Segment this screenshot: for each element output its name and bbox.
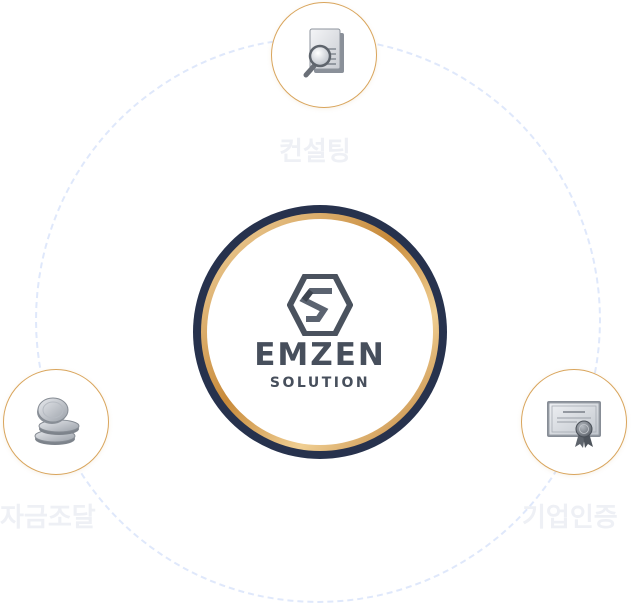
center-medallion: EMZEN SOLUTION (193, 205, 447, 459)
certificate-icon (547, 401, 601, 448)
funding-node[interactable] (3, 369, 109, 475)
emzen-s-hexagon-logo (287, 274, 353, 336)
document-magnifier-icon (303, 28, 344, 78)
brand-name: EMZEN (254, 337, 386, 373)
coins-icon (34, 397, 80, 445)
certification-label: 기업인증 (522, 503, 618, 533)
certification-node[interactable] (521, 369, 627, 475)
gold-ring: EMZEN SOLUTION (201, 213, 439, 451)
brand-logo: EMZEN SOLUTION (207, 219, 433, 445)
brand-subtitle: SOLUTION (269, 375, 371, 391)
funding-label: 자금조달 (0, 503, 96, 533)
consulting-label: 컨설팅 (279, 137, 351, 167)
consulting-node[interactable] (271, 2, 377, 108)
